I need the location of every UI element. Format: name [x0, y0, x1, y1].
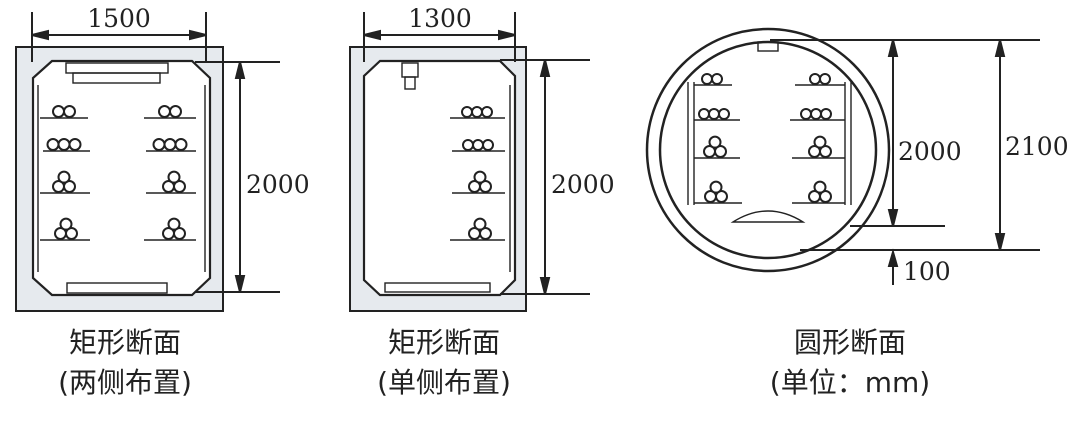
cable-bundle — [162, 170, 186, 193]
cable — [819, 145, 832, 158]
cable-bundle — [809, 73, 831, 85]
caption: 圆形断面 — [794, 326, 906, 359]
gap-dimension — [887, 248, 899, 285]
inner-diameter-dimension — [770, 39, 945, 227]
cable — [482, 139, 494, 151]
cable — [158, 105, 171, 118]
height-dimension — [500, 59, 590, 295]
cable-bundle — [152, 138, 188, 151]
cable — [715, 190, 728, 203]
cable — [809, 73, 821, 85]
cable — [173, 180, 186, 193]
cable — [813, 180, 827, 194]
cable — [46, 138, 60, 151]
cable — [711, 73, 723, 85]
cable — [167, 170, 181, 184]
cable-bundle — [468, 217, 492, 240]
cable-bundle — [158, 105, 182, 118]
cable — [479, 227, 492, 240]
cable-bundle — [800, 108, 832, 120]
cable-bundle — [461, 106, 493, 118]
cable — [708, 135, 722, 149]
caption: 矩形断面 — [388, 326, 500, 359]
cable — [65, 227, 78, 240]
cable — [63, 105, 76, 118]
cable — [698, 108, 710, 120]
bottom-drain — [384, 282, 491, 293]
cable — [819, 190, 832, 203]
cable — [819, 73, 831, 85]
tunnel-interior — [362, 59, 517, 297]
cable — [163, 138, 177, 151]
inner-diameter-label: 2000 — [898, 137, 962, 166]
shelves — [450, 117, 505, 241]
cable — [820, 108, 832, 120]
subcaption: (单侧布置) — [377, 366, 511, 399]
cable — [472, 139, 484, 151]
cable-bundle — [808, 135, 832, 158]
height-label: 2000 — [551, 170, 615, 199]
cable — [714, 145, 727, 158]
cable-bundles — [46, 73, 832, 240]
cable-bundle — [698, 108, 730, 120]
cable — [800, 108, 812, 120]
width-dimension — [363, 12, 516, 62]
cable — [57, 170, 71, 184]
cable-bundle — [704, 180, 728, 203]
height-label: 2000 — [246, 170, 310, 199]
subcaption: (两侧布置) — [58, 366, 192, 399]
cable-bundle — [462, 139, 494, 151]
cable — [63, 180, 76, 193]
cable-bundle — [52, 105, 76, 118]
cable — [701, 73, 713, 85]
cable — [810, 108, 822, 120]
inner-wall — [658, 40, 878, 260]
width-label: 1300 — [408, 4, 472, 33]
cable-bundle — [54, 217, 78, 240]
floor-base — [730, 210, 806, 223]
cable — [473, 170, 487, 184]
cable — [68, 138, 82, 151]
shelves — [694, 84, 845, 204]
cable — [52, 105, 65, 118]
cable-bundle — [46, 138, 82, 151]
shelves — [40, 117, 196, 241]
cable — [152, 138, 166, 151]
lamp-icon — [757, 41, 779, 52]
cable-bundle — [703, 135, 727, 158]
cable — [461, 106, 473, 118]
cable — [167, 217, 181, 231]
cable-bundle — [162, 217, 186, 240]
cable — [708, 108, 720, 120]
cable-bundle — [468, 170, 492, 193]
cable — [479, 180, 492, 193]
circular-section: 2000 2100 100 圆形断面 (单位：mm) — [645, 27, 1069, 399]
outer-diameter-label: 2100 — [1005, 132, 1069, 161]
cable-bundle — [808, 180, 832, 203]
cable-bundle — [52, 170, 76, 193]
cable — [57, 138, 71, 151]
caption: 矩形断面 — [69, 326, 181, 359]
cable — [473, 217, 487, 231]
cable — [169, 105, 182, 118]
subcaption: (单位：mm) — [770, 366, 930, 399]
cable — [462, 139, 474, 151]
cable — [813, 135, 827, 149]
gap-label: 100 — [903, 257, 951, 286]
outer-diameter-dimension — [800, 39, 1040, 251]
rect-section-one-side: 1300 2000 矩形断面 (单侧布置) — [349, 4, 615, 399]
cable — [174, 138, 188, 151]
width-dimension — [31, 12, 207, 62]
cable — [709, 180, 723, 194]
width-label: 1500 — [87, 4, 151, 33]
cable — [481, 106, 493, 118]
cable — [471, 106, 483, 118]
cable-bundle — [701, 73, 723, 85]
cable — [173, 227, 186, 240]
cable — [718, 108, 730, 120]
bottom-drain — [66, 282, 168, 294]
cable — [59, 217, 73, 231]
rect-section-both-sides: 1500 2000 矩形断面 (两侧布置) — [15, 4, 310, 399]
height-dimension — [195, 61, 280, 293]
